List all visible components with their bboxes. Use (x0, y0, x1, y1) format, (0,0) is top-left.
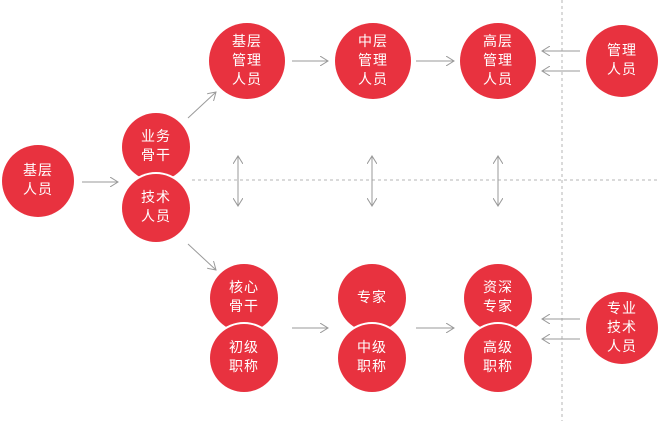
node-tech-senior-expert: 资深 专家 (464, 264, 532, 332)
node-technical-staff-label: 技术 人员 (141, 190, 171, 225)
node-external-technical: 专业 技术 人员 (586, 292, 658, 364)
node-entry-staff: 基层 人员 (2, 145, 74, 217)
arrow-branch-to-management (187, 92, 216, 119)
node-tech-core-backbone-label: 核心 骨干 (229, 280, 259, 315)
node-mgmt-middle-label: 中层 管理 人员 (358, 33, 388, 88)
arrow-branch-to-technical (187, 243, 216, 270)
node-title-senior-label: 高级 职称 (483, 340, 513, 375)
node-title-junior-label: 初级 职称 (229, 340, 259, 375)
node-entry-label: 基层 人员 (23, 163, 53, 198)
node-title-senior: 高级 职称 (464, 324, 532, 392)
node-external-technical-label: 专业 技术 人员 (607, 300, 637, 355)
node-external-management: 管理 人员 (586, 25, 658, 97)
node-mgmt-junior-label: 基层 管理 人员 (232, 33, 262, 88)
node-business-backbone: 业务 骨干 (122, 113, 190, 181)
node-tech-expert-label: 专家 (357, 289, 387, 306)
node-tech-expert: 专家 (338, 264, 406, 332)
node-technical-staff: 技术 人员 (122, 174, 190, 242)
node-external-management-label: 管理 人员 (607, 43, 637, 78)
node-mgmt-junior: 基层 管理 人员 (209, 23, 285, 99)
node-tech-core-backbone: 核心 骨干 (210, 264, 278, 332)
node-title-intermediate: 中级 职称 (338, 324, 406, 392)
node-mgmt-senior: 高层 管理 人员 (460, 23, 536, 99)
node-business-backbone-label: 业务 骨干 (141, 129, 171, 164)
node-tech-senior-expert-label: 资深 专家 (483, 280, 513, 315)
node-title-junior: 初级 职称 (210, 324, 278, 392)
node-mgmt-middle: 中层 管理 人员 (335, 23, 411, 99)
node-mgmt-senior-label: 高层 管理 人员 (483, 33, 513, 88)
node-title-intermediate-label: 中级 职称 (357, 340, 387, 375)
